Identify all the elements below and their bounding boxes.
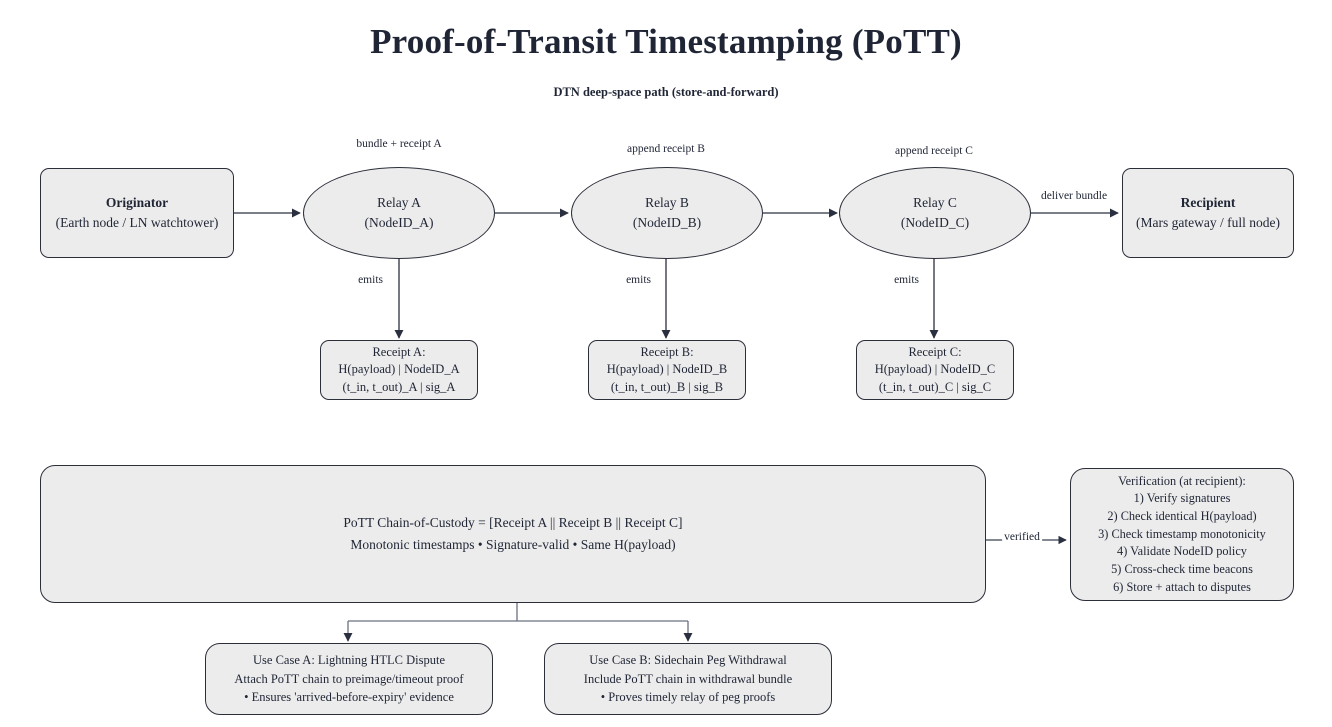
- node-use-case-a-line-2: • Ensures 'arrived-before-expiry' eviden…: [244, 690, 454, 705]
- node-use-case-b-line-0: Use Case B: Sidechain Peg Withdrawal: [589, 652, 787, 667]
- node-verification-line-3: 3) Check timestamp monotonicity: [1098, 526, 1266, 541]
- node-receipt-b-line-1: H(payload) | NodeID_B: [606, 362, 728, 377]
- node-verification-line-6: 6) Store + attach to disputes: [1113, 579, 1251, 594]
- node-verification-line-4: 4) Validate NodeID policy: [1117, 544, 1247, 559]
- node-use-case-b-line-2: • Proves timely relay of peg proofs: [600, 690, 776, 705]
- node-relay-b[interactable]: Relay B (NodeID_B): [571, 167, 763, 259]
- node-receipt-c[interactable]: Receipt C: H(payload) | NodeID_C (t_in, …: [856, 340, 1014, 400]
- node-receipt-c-line-0: Receipt C:: [908, 345, 962, 360]
- node-receipt-c-line-1: H(payload) | NodeID_C: [874, 362, 996, 377]
- edge-label-bundle-receipt-a: bundle + receipt A: [356, 138, 442, 150]
- node-verification-line-5: 5) Cross-check time beacons: [1111, 562, 1253, 577]
- node-verification-line-2: 2) Check identical H(payload): [1107, 508, 1257, 523]
- node-originator[interactable]: Originator (Earth node / LN watchtower): [40, 168, 234, 258]
- node-relay-a-line-0: Relay A: [377, 194, 421, 210]
- node-relay-c-line-1: (NodeID_C): [900, 215, 970, 230]
- edge-label-emits-a: emits: [358, 274, 383, 286]
- node-relay-b-line-0: Relay B: [645, 194, 689, 210]
- node-receipt-a-line-2: (t_in, t_out)_A | sig_A: [342, 379, 456, 394]
- node-originator-line-1: (Earth node / LN watchtower): [55, 215, 219, 230]
- edge-label-deliver-bundle: deliver bundle: [1040, 190, 1108, 202]
- node-chain-line-1: Monotonic timestamps • Signature-valid •…: [350, 537, 676, 552]
- node-originator-line-0: Originator: [105, 195, 169, 211]
- node-relay-c-line-0: Relay C: [913, 194, 957, 210]
- node-receipt-b[interactable]: Receipt B: H(payload) | NodeID_B (t_in, …: [588, 340, 746, 400]
- node-relay-a-line-1: (NodeID_A): [364, 215, 434, 230]
- node-recipient[interactable]: Recipient (Mars gateway / full node): [1122, 168, 1294, 258]
- edge-label-append-receipt-c: append receipt C: [895, 145, 973, 157]
- node-receipt-b-line-0: Receipt B:: [640, 345, 694, 360]
- node-receipt-c-line-2: (t_in, t_out)_C | sig_C: [878, 379, 992, 394]
- node-verification[interactable]: Verification (at recipient): 1) Verify s…: [1070, 468, 1294, 601]
- node-receipt-a-line-1: H(payload) | NodeID_A: [338, 362, 460, 377]
- node-receipt-b-line-2: (t_in, t_out)_B | sig_B: [610, 379, 724, 394]
- page-subtitle: DTN deep-space path (store-and-forward): [553, 85, 779, 99]
- node-recipient-line-0: Recipient: [1180, 195, 1236, 211]
- node-relay-b-line-1: (NodeID_B): [632, 215, 702, 230]
- node-relay-a[interactable]: Relay A (NodeID_A): [303, 167, 495, 259]
- node-verification-line-1: 1) Verify signatures: [1133, 491, 1231, 506]
- node-use-case-a[interactable]: Use Case A: Lightning HTLC Dispute Attac…: [205, 643, 493, 715]
- edge-label-emits-c: emits: [894, 274, 919, 286]
- edge-label-verified: verified: [1002, 531, 1042, 543]
- node-use-case-a-line-1: Attach PoTT chain to preimage/timeout pr…: [234, 671, 464, 686]
- node-use-case-b-line-1: Include PoTT chain in withdrawal bundle: [583, 671, 793, 686]
- node-chain-of-custody[interactable]: PoTT Chain-of-Custody = [Receipt A || Re…: [40, 465, 986, 603]
- edge-label-emits-b: emits: [626, 274, 651, 286]
- node-receipt-a-line-0: Receipt A:: [372, 345, 426, 360]
- node-relay-c[interactable]: Relay C (NodeID_C): [839, 167, 1031, 259]
- node-receipt-a[interactable]: Receipt A: H(payload) | NodeID_A (t_in, …: [320, 340, 478, 400]
- node-use-case-a-line-0: Use Case A: Lightning HTLC Dispute: [253, 652, 445, 667]
- node-use-case-b[interactable]: Use Case B: Sidechain Peg Withdrawal Inc…: [544, 643, 832, 715]
- page-title: Proof-of-Transit Timestamping (PoTT): [370, 22, 962, 61]
- node-chain-line-0: PoTT Chain-of-Custody = [Receipt A || Re…: [343, 515, 683, 531]
- edge-label-append-receipt-b: append receipt B: [627, 143, 705, 155]
- node-verification-line-0: Verification (at recipient):: [1118, 473, 1246, 488]
- node-recipient-line-1: (Mars gateway / full node): [1136, 215, 1280, 230]
